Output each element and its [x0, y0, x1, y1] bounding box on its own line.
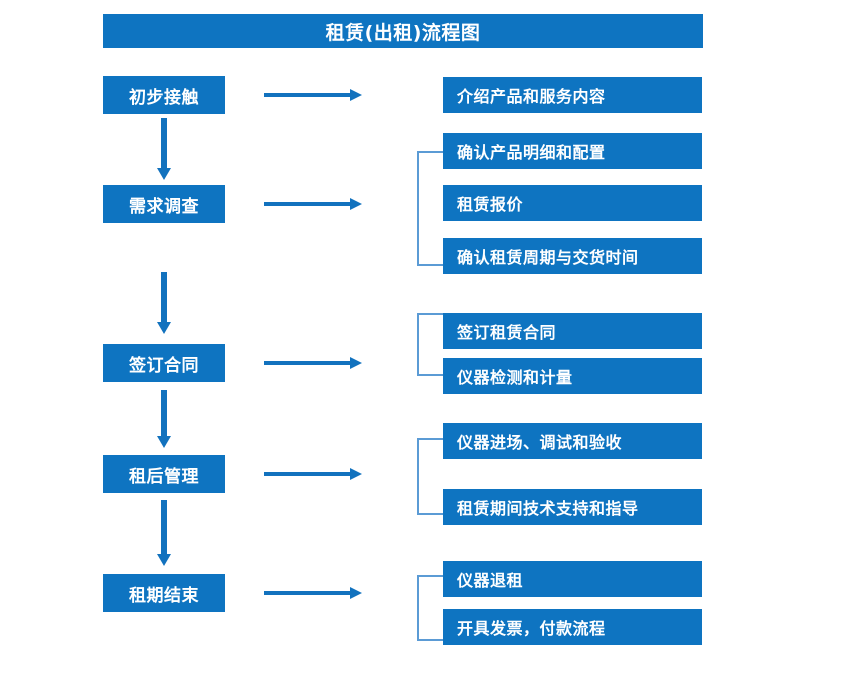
bracket-connector-4 [417, 438, 443, 515]
arrow-head [350, 468, 362, 480]
arrow-shaft [264, 591, 350, 595]
bracket-connector-5 [417, 575, 443, 641]
stage-to-task-arrow-2 [264, 197, 362, 211]
task-box-2[interactable]: 确认产品明细和配置 [443, 133, 702, 169]
stage-box-5[interactable]: 租期结束 [103, 574, 225, 612]
stage-box-2[interactable]: 需求调查 [103, 185, 225, 223]
stage-flow-arrow-1-2 [157, 118, 171, 180]
task-box-9[interactable]: 仪器退租 [443, 561, 702, 597]
arrow-head [350, 198, 362, 210]
task-box-6[interactable]: 仪器检测和计量 [443, 358, 702, 394]
stage-flow-arrow-4-5 [157, 500, 171, 566]
arrow-shaft [264, 202, 350, 206]
stage-to-task-arrow-5 [264, 586, 362, 600]
stage-box-4[interactable]: 租后管理 [103, 455, 225, 493]
task-box-1[interactable]: 介绍产品和服务内容 [443, 77, 702, 113]
arrow-head [350, 89, 362, 101]
stage-to-task-arrow-1 [264, 88, 362, 102]
stage-flow-arrow-3-4 [157, 390, 171, 448]
arrow-head [157, 168, 171, 180]
arrow-shaft [161, 390, 167, 436]
bracket-connector-3 [417, 313, 443, 376]
arrow-head [350, 357, 362, 369]
bracket-connector-2 [417, 151, 443, 266]
stage-to-task-arrow-3 [264, 356, 362, 370]
page-title: 租赁(出租)流程图 [103, 14, 703, 48]
task-box-3[interactable]: 租赁报价 [443, 185, 702, 221]
stage-box-3[interactable]: 签订合同 [103, 344, 225, 382]
task-box-4[interactable]: 确认租赁周期与交货时间 [443, 238, 702, 274]
arrow-head [157, 322, 171, 334]
arrow-shaft [161, 500, 167, 554]
arrow-shaft [264, 361, 350, 365]
task-box-5[interactable]: 签订租赁合同 [443, 313, 702, 349]
arrow-shaft [264, 472, 350, 476]
arrow-shaft [161, 118, 167, 168]
task-box-8[interactable]: 租赁期间技术支持和指导 [443, 489, 702, 525]
arrow-head [350, 587, 362, 599]
stage-box-1[interactable]: 初步接触 [103, 76, 225, 114]
stage-to-task-arrow-4 [264, 467, 362, 481]
arrow-shaft [264, 93, 350, 97]
arrow-shaft [161, 272, 167, 322]
arrow-head [157, 436, 171, 448]
task-box-7[interactable]: 仪器进场、调试和验收 [443, 423, 702, 459]
stage-flow-arrow-2-3 [157, 272, 171, 334]
task-box-10[interactable]: 开具发票，付款流程 [443, 609, 702, 645]
arrow-head [157, 554, 171, 566]
